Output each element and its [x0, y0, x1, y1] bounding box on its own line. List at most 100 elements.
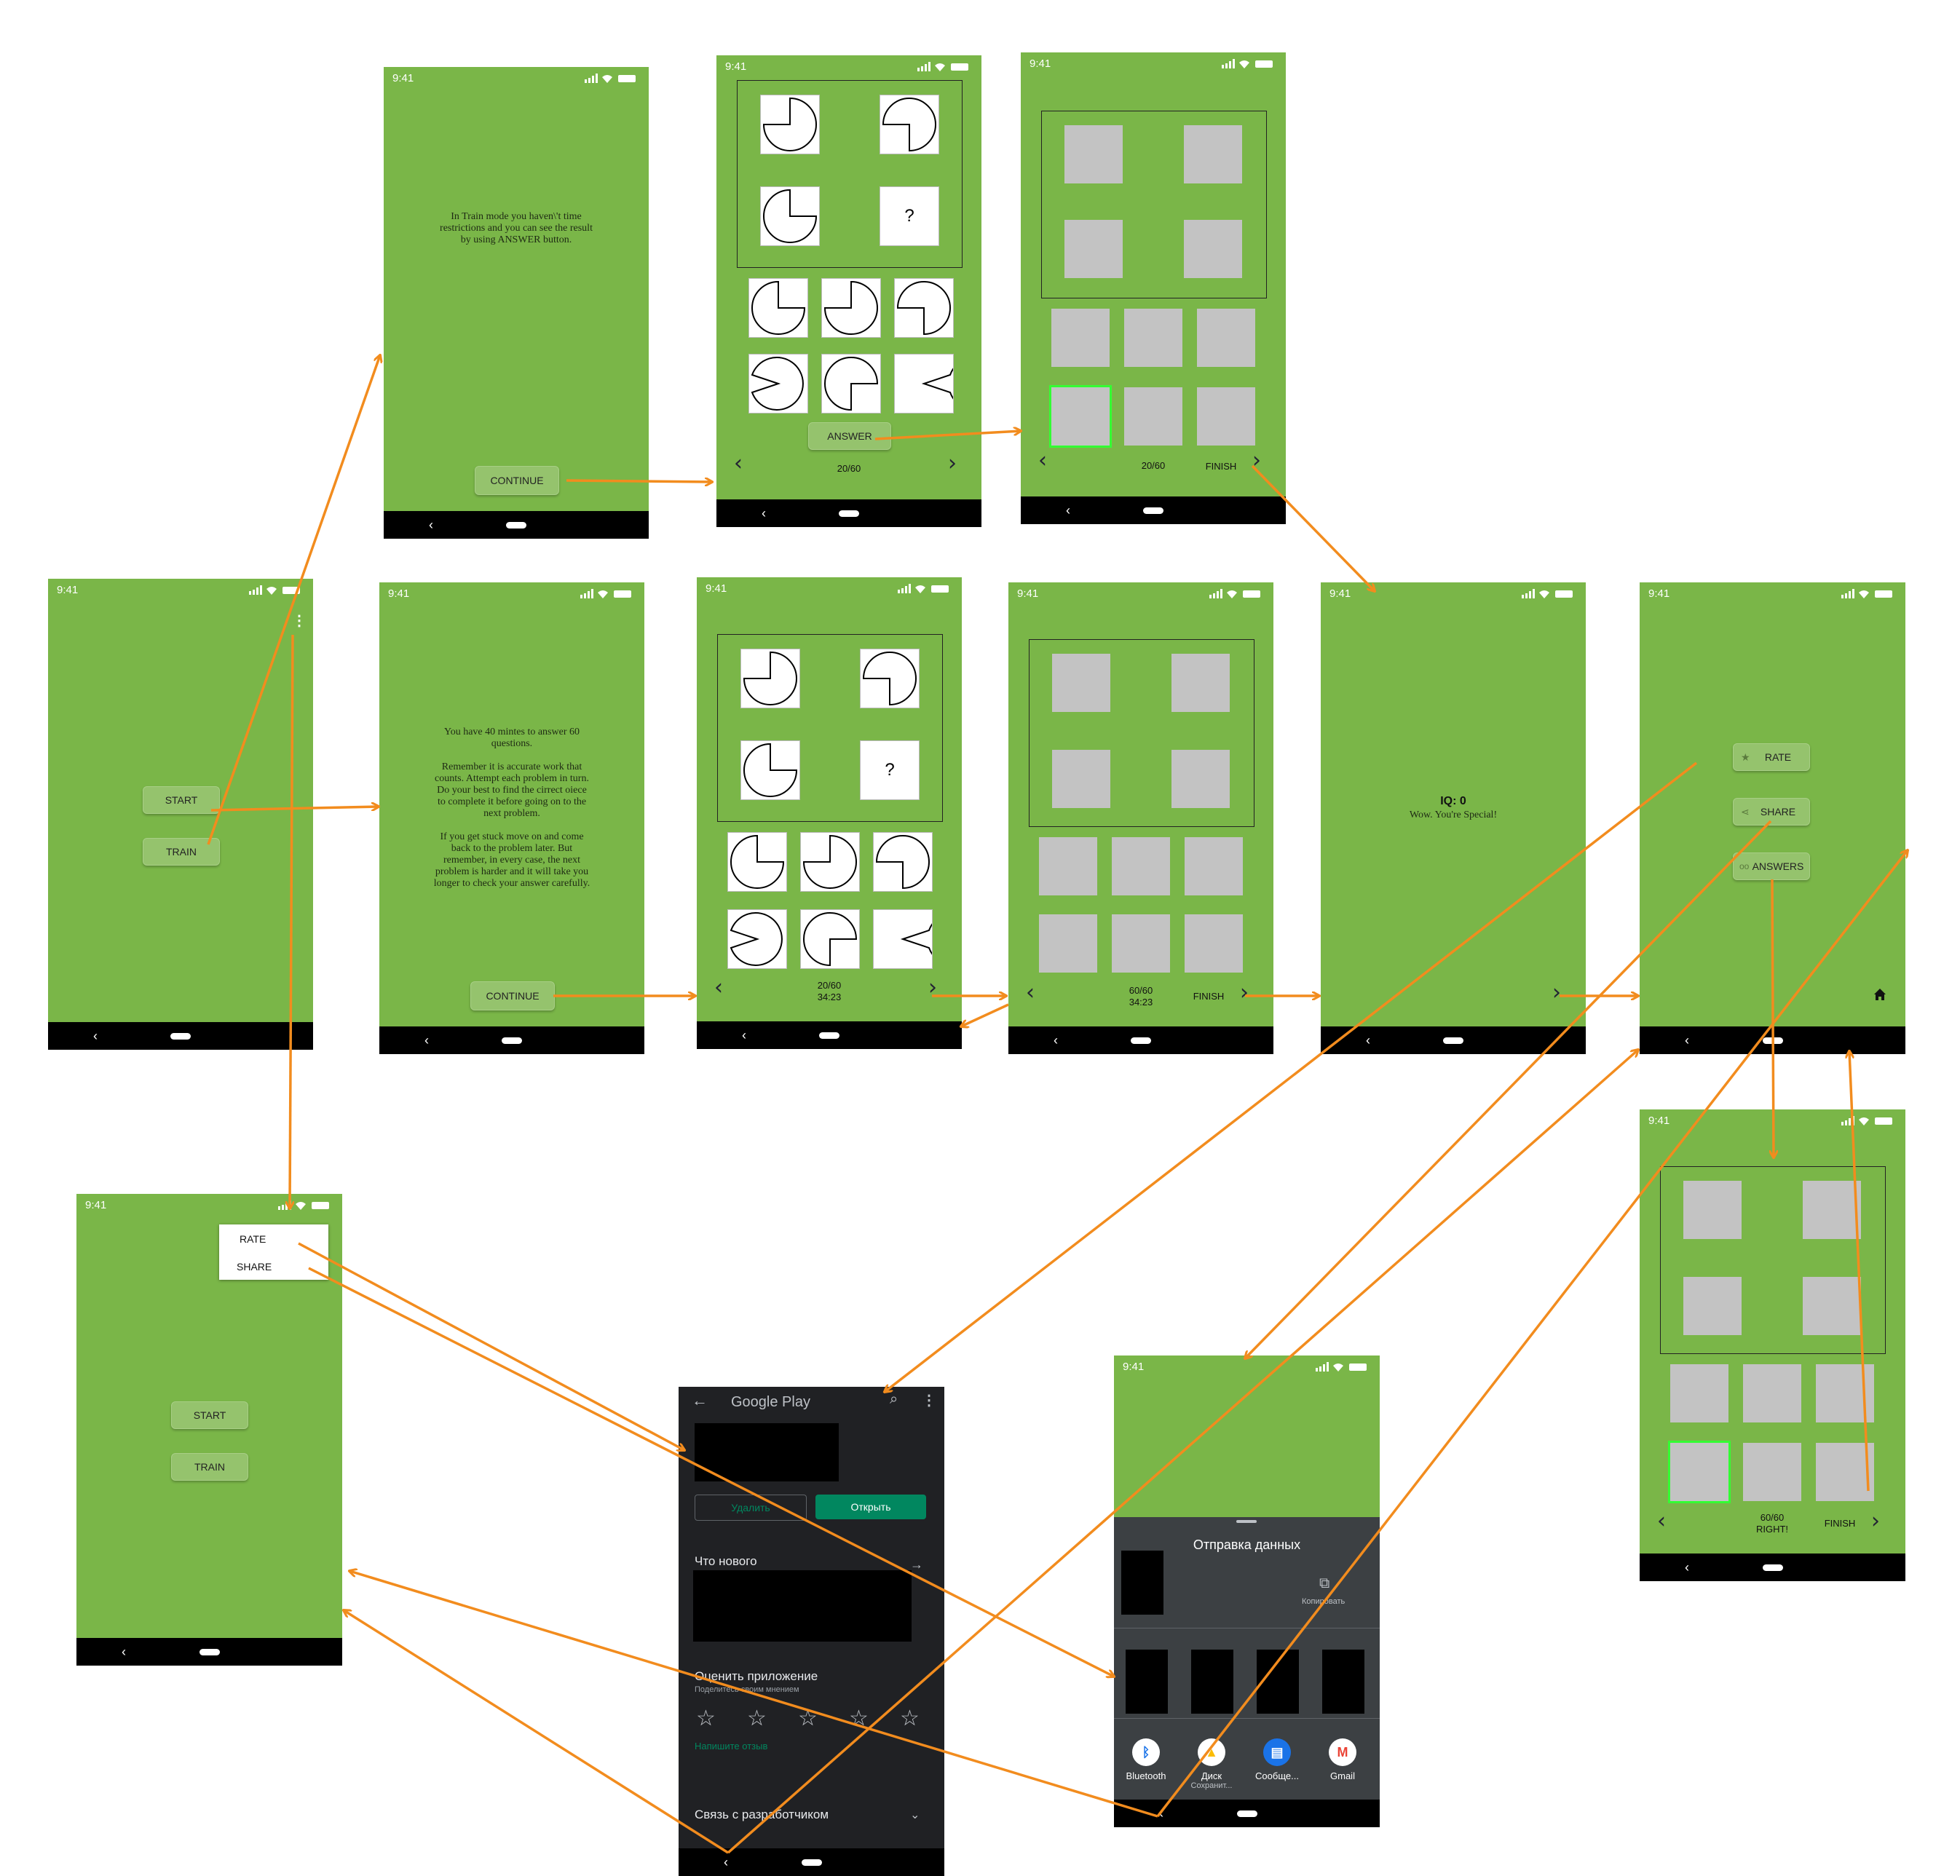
prev-icon[interactable]: ‹	[1038, 448, 1047, 473]
train-button[interactable]: TRAIN	[143, 838, 220, 866]
answer-option[interactable]	[821, 354, 881, 413]
answer-option[interactable]	[1112, 914, 1170, 973]
next-icon[interactable]: ›	[948, 451, 957, 476]
copy-icon[interactable]: ⧉	[1319, 1575, 1330, 1591]
home-pill-icon[interactable]	[1143, 507, 1163, 514]
back-icon[interactable]: ‹	[429, 518, 433, 532]
answer-option[interactable]	[1039, 837, 1097, 895]
next-icon[interactable]: ›	[1552, 980, 1561, 1005]
train-button[interactable]: TRAIN	[171, 1453, 248, 1481]
answer-option[interactable]	[1816, 1443, 1874, 1501]
answer-option-correct[interactable]	[1668, 1441, 1731, 1503]
answer-option[interactable]	[727, 832, 787, 892]
back-icon[interactable]: ‹	[724, 1855, 728, 1869]
prev-icon[interactable]: ‹	[1657, 1508, 1666, 1534]
answer-option[interactable]	[800, 832, 860, 892]
star-icon[interactable]: ☆	[696, 1706, 716, 1731]
back-icon[interactable]: ‹	[1685, 1560, 1689, 1575]
back-icon[interactable]: ‹	[1366, 1033, 1370, 1048]
answer-option[interactable]	[1185, 837, 1243, 895]
home-pill-icon[interactable]	[839, 510, 859, 517]
write-review-link[interactable]: Напишите отзыв	[695, 1741, 768, 1752]
answer-option[interactable]	[873, 832, 933, 892]
home-pill-icon[interactable]	[819, 1032, 839, 1039]
finish-button[interactable]: FINISH	[1205, 461, 1237, 472]
back-icon[interactable]: ‹	[1054, 1033, 1058, 1048]
overflow-menu-icon[interactable]: ⋮	[292, 613, 307, 629]
menu-item-share[interactable]: SHARE	[237, 1261, 272, 1273]
start-button[interactable]: START	[143, 786, 220, 814]
answer-option[interactable]	[894, 354, 954, 413]
continue-button[interactable]: CONTINUE	[475, 466, 559, 495]
back-icon[interactable]: ‹	[1066, 503, 1070, 518]
home-pill-icon[interactable]	[1762, 1564, 1783, 1571]
next-icon[interactable]: ›	[1871, 1508, 1880, 1534]
open-button[interactable]: Открыть	[815, 1495, 926, 1519]
prev-icon[interactable]: ‹	[714, 975, 723, 1000]
home-pill-icon[interactable]	[801, 1859, 822, 1866]
answer-option[interactable]	[1197, 387, 1255, 446]
answer-option[interactable]	[1051, 309, 1110, 367]
prev-icon[interactable]: ‹	[734, 451, 743, 476]
home-pill-icon[interactable]	[506, 522, 526, 529]
home-pill-icon[interactable]	[170, 1033, 191, 1040]
back-arrow-icon[interactable]: ←	[692, 1391, 708, 1409]
star-icon[interactable]: ☆	[900, 1706, 920, 1731]
home-pill-icon[interactable]	[1236, 1810, 1257, 1817]
answer-option[interactable]	[873, 909, 933, 969]
direct-share-target[interactable]	[1322, 1650, 1364, 1714]
home-pill-icon[interactable]	[502, 1037, 522, 1044]
back-icon[interactable]: ‹	[93, 1029, 98, 1043]
share-app-bluetooth[interactable]: ᛒ Bluetooth	[1117, 1738, 1175, 1781]
answer-option[interactable]	[1197, 309, 1255, 367]
answer-option[interactable]	[1743, 1443, 1801, 1501]
answer-option-correct[interactable]	[1049, 385, 1112, 448]
next-icon[interactable]: ›	[928, 975, 937, 1000]
direct-share-target[interactable]	[1126, 1650, 1168, 1714]
contact-developer[interactable]: Связь с разработчиком	[695, 1808, 829, 1821]
answer-option[interactable]	[1124, 387, 1182, 446]
answer-option[interactable]	[1039, 914, 1097, 973]
star-icon[interactable]: ☆	[747, 1706, 767, 1731]
answer-option[interactable]	[1112, 837, 1170, 895]
answer-option[interactable]	[1743, 1364, 1801, 1422]
back-icon[interactable]: ‹	[762, 506, 766, 521]
drag-handle[interactable]	[1236, 1520, 1257, 1523]
continue-button[interactable]: CONTINUE	[470, 981, 555, 1010]
start-button[interactable]: START	[171, 1401, 248, 1429]
answer-option[interactable]	[1124, 309, 1182, 367]
share-app-messages[interactable]: ▤ Сообще...	[1248, 1738, 1306, 1781]
answer-option[interactable]	[821, 278, 881, 338]
answers-button[interactable]: oo ANSWERS	[1733, 852, 1810, 880]
home-pill-icon[interactable]	[199, 1649, 220, 1655]
prev-icon[interactable]: ‹	[1026, 980, 1035, 1005]
answer-option[interactable]	[727, 909, 787, 969]
share-button[interactable]: ⋖ SHARE	[1733, 798, 1810, 826]
answer-option[interactable]	[1185, 914, 1243, 973]
answer-option[interactable]	[894, 278, 954, 338]
home-icon[interactable]	[1873, 987, 1887, 1002]
chevron-down-icon[interactable]: ⌄	[910, 1809, 920, 1821]
home-pill-icon[interactable]	[1443, 1037, 1463, 1044]
answer-option[interactable]	[1670, 1364, 1728, 1422]
menu-item-rate[interactable]: RATE	[240, 1233, 266, 1245]
search-icon[interactable]: ⌕	[890, 1391, 898, 1407]
answer-button[interactable]: ANSWER	[808, 422, 891, 450]
back-icon[interactable]: ‹	[424, 1033, 429, 1048]
answer-option[interactable]	[800, 909, 860, 969]
back-icon[interactable]: ‹	[1685, 1033, 1689, 1048]
finish-button[interactable]: FINISH	[1193, 991, 1225, 1002]
answer-option[interactable]	[748, 278, 808, 338]
uninstall-button[interactable]: Удалить	[695, 1495, 807, 1521]
back-icon[interactable]: ‹	[122, 1645, 126, 1659]
answer-option[interactable]	[748, 354, 808, 413]
next-icon[interactable]: ›	[1240, 980, 1249, 1005]
back-icon[interactable]: ‹	[742, 1028, 746, 1042]
share-app-drive[interactable]: ▲ Диск Сохранит...	[1182, 1738, 1241, 1790]
direct-share-target[interactable]	[1191, 1650, 1233, 1714]
home-pill-icon[interactable]	[1131, 1037, 1151, 1044]
whats-new-arrow-icon[interactable]: →	[910, 1557, 923, 1572]
share-app-gmail[interactable]: M Gmail	[1313, 1738, 1372, 1781]
rate-button[interactable]: ★ RATE	[1733, 743, 1810, 771]
more-icon[interactable]: ⋮	[922, 1393, 936, 1409]
